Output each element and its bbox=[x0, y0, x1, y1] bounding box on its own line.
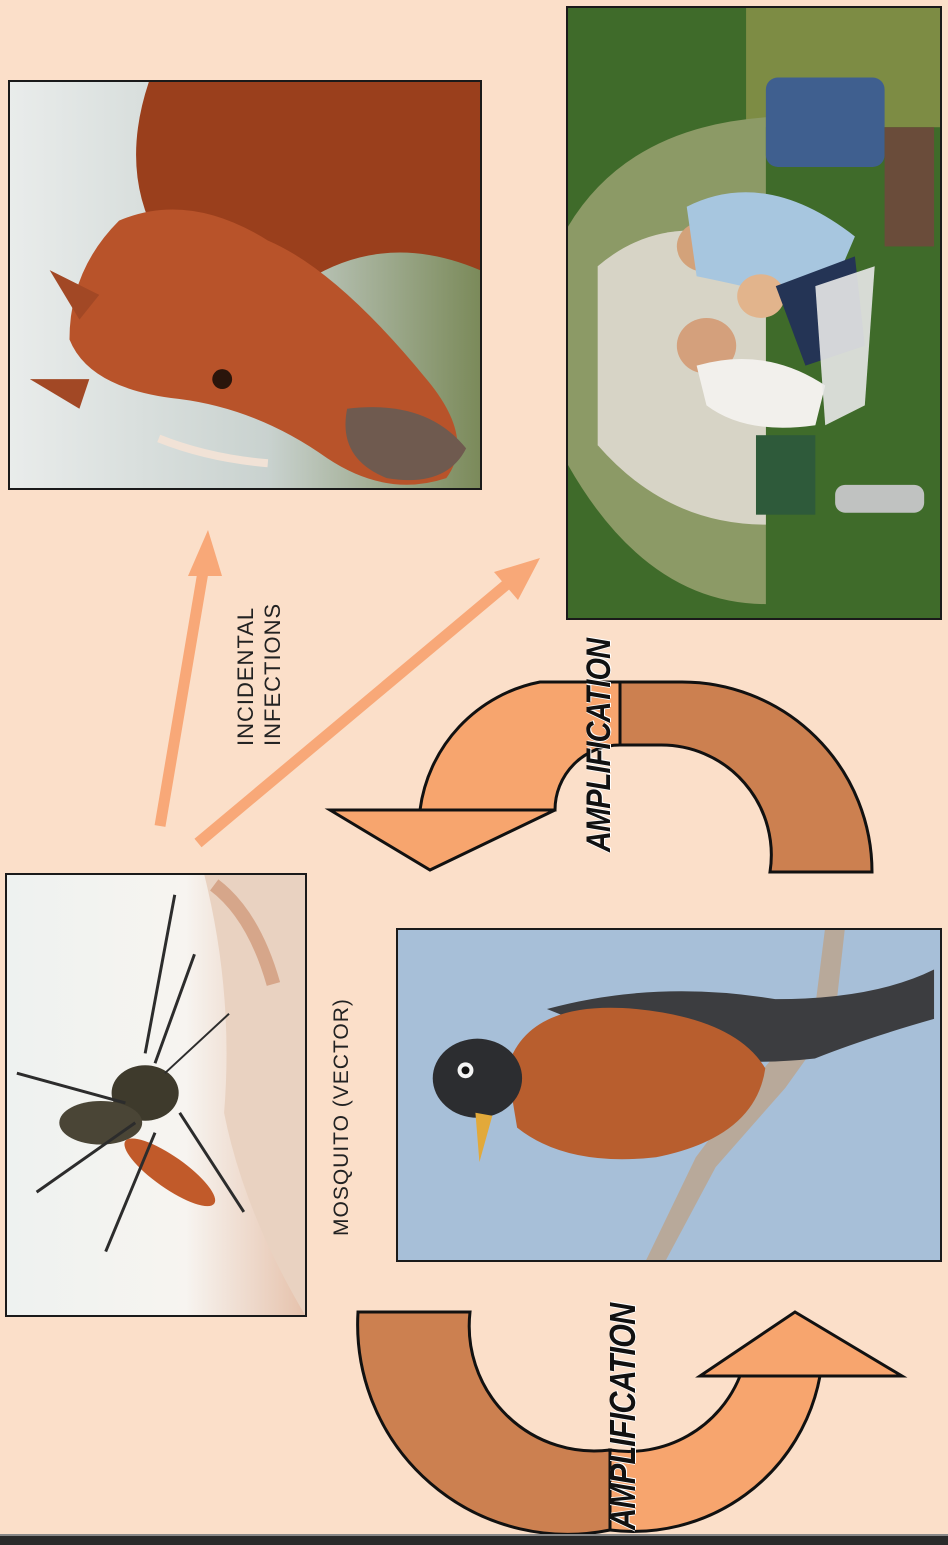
mosquito-vector-label: MOSQUITO (VECTOR) bbox=[330, 998, 354, 1236]
amplification-label-top: AMPLIFICATION bbox=[580, 639, 619, 852]
incidental-label-line2: INFECTIONS bbox=[259, 603, 286, 746]
incidental-label-line1: INCIDENTAL bbox=[232, 603, 259, 746]
mosquito-photo bbox=[5, 873, 307, 1317]
incidental-arrow-horse bbox=[160, 530, 222, 826]
horse-photo bbox=[8, 80, 482, 490]
bottom-border bbox=[0, 1534, 948, 1545]
incidental-infections-label: INCIDENTAL INFECTIONS bbox=[232, 603, 286, 746]
amplification-label-bottom: AMPLIFICATION bbox=[602, 1304, 644, 1530]
family-camping-photo bbox=[566, 6, 942, 620]
robin-bird-photo bbox=[396, 928, 942, 1262]
